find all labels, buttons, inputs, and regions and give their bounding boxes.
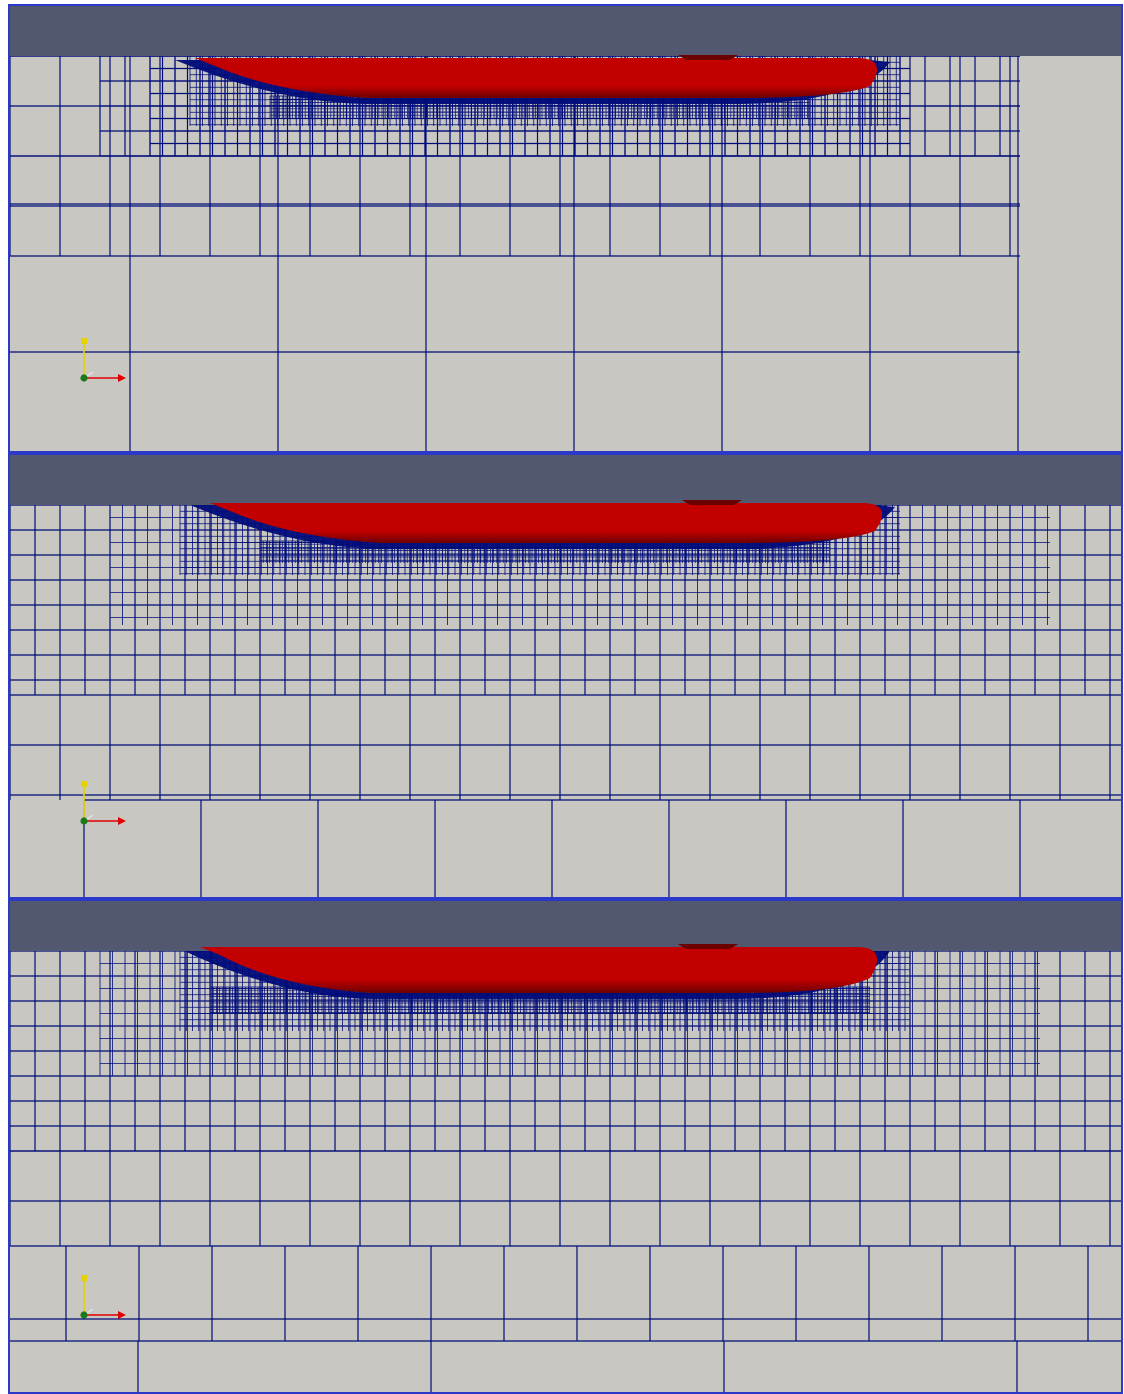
mesh-render-1 — [10, 6, 1121, 451]
mesh-grid-region — [83, 799, 1121, 897]
hull-body — [200, 947, 878, 993]
orientation-axes-icon — [80, 338, 126, 382]
hull-body — [195, 58, 878, 98]
hull-fin — [678, 55, 738, 60]
hull-fin — [682, 500, 742, 505]
mesh-grid-region — [10, 694, 1121, 800]
mesh-grid-region — [10, 1340, 1121, 1392]
mesh-viewport-2[interactable] — [8, 453, 1123, 899]
free-surface-band — [10, 901, 1121, 951]
mesh-grid-region — [10, 1245, 1121, 1341]
dense-mesh-zone — [259, 540, 830, 563]
free-surface-band — [10, 455, 1121, 505]
orientation-axes-icon — [80, 781, 126, 825]
free-surface-band — [10, 6, 1121, 56]
mesh-grid-region — [10, 155, 1020, 257]
mesh-viewport-3[interactable] — [8, 899, 1123, 1394]
mesh-render-2 — [10, 455, 1121, 897]
hull-icon — [210, 500, 883, 543]
hull-icon — [200, 944, 878, 993]
mesh-render-3 — [10, 901, 1121, 1392]
orientation-axes-icon — [80, 1275, 126, 1319]
hull-body — [210, 503, 883, 543]
mesh-viewport-1[interactable] — [8, 4, 1123, 453]
dense-mesh-zone — [269, 95, 810, 118]
hull-icon — [195, 55, 878, 98]
mesh-grid-region — [10, 1150, 1121, 1246]
dense-mesh-zone — [209, 986, 870, 1013]
hull-fin — [678, 944, 738, 949]
